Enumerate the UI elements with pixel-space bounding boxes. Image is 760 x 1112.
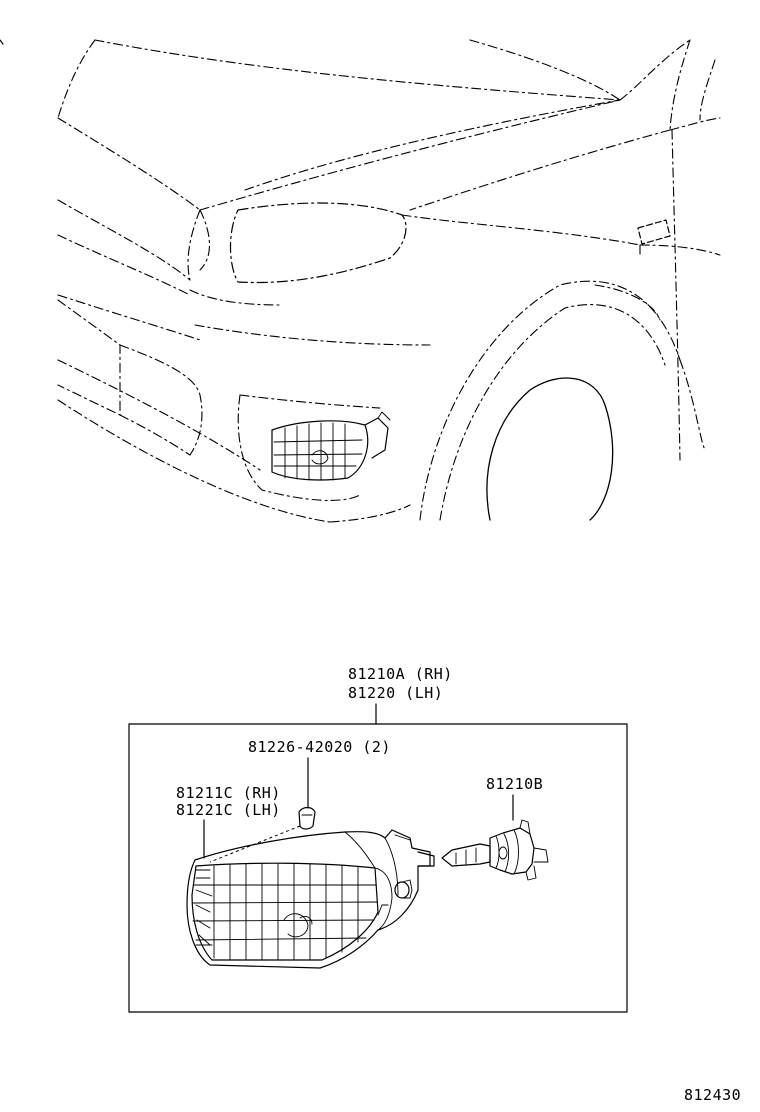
clip-part-label: 81226-42020 (2): [248, 738, 391, 756]
bulb-part-label: 81210B: [486, 775, 543, 793]
figure-number: 812430: [684, 1086, 741, 1104]
fog-lamp-assembly-icon: [186, 829, 435, 969]
installed-fog-lamp: [271, 411, 391, 481]
bulb-icon: [441, 819, 549, 881]
lens-lh-part-label: 81221C (LH): [176, 801, 281, 819]
parts-frame: [128, 723, 628, 1013]
vehicle-front-illustration: [0, 39, 721, 523]
assembly-lh-label: 81220 (LH): [348, 684, 443, 702]
assembly-rh-label: 81210A (RH): [348, 665, 453, 683]
lens-rh-part-label: 81211C (RH): [176, 784, 281, 802]
